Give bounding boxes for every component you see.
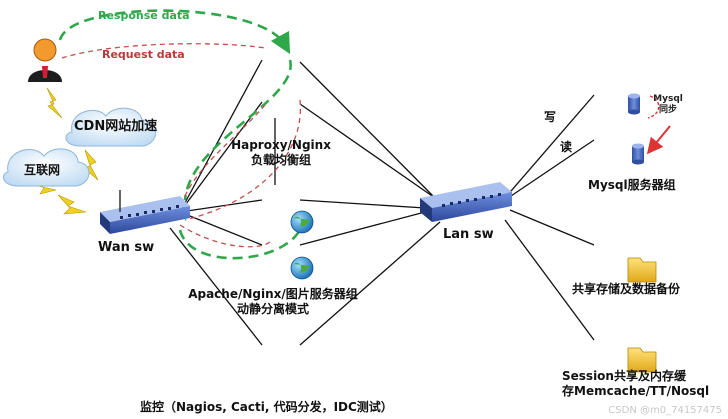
cdn-label: CDN网站加速 [74, 119, 158, 134]
read-label: 读 [560, 140, 573, 154]
watermark: CSDN @m0_74157475 [608, 405, 722, 416]
lb-group-label-line2: 负载均衡组 [250, 153, 311, 167]
lb-group-label: Haproxy/Nginx 负载均衡组 [226, 138, 336, 168]
folder-icon [627, 257, 657, 373]
mysql-sync-label-line2: 同步 [658, 105, 677, 116]
wan-switch-label: Wan sw [98, 240, 155, 255]
database-icon [628, 93, 644, 165]
cloud-icon [2, 107, 157, 187]
web-group-label-line1: Apache/Nginx/图片服务器组 [188, 287, 358, 301]
session-label-line1: Session共享及内存缓 [562, 369, 686, 383]
globe-icon [290, 210, 314, 280]
request-data-label: Request data [102, 48, 185, 61]
storage-label: 共享存储及数据备份 [572, 282, 681, 296]
user-icon [28, 38, 62, 82]
mysql-sync-label-line1: Mysql [653, 94, 683, 104]
mysql-sync-arrows [646, 95, 671, 155]
mysql-sync-label: Mysql 同步 [652, 94, 684, 117]
monitor-label: 监控（Nagios, Cacti, 代码分发，IDC测试） [140, 400, 393, 414]
response-data-label: Response data [98, 9, 190, 22]
internet-label: 互联网 [24, 163, 61, 177]
lan-switch-label: Lan sw [443, 227, 494, 242]
wan-switch-icon [100, 190, 190, 234]
web-group-label: Apache/Nginx/图片服务器组 动静分离模式 [178, 287, 368, 317]
lan-switch-icon [420, 182, 512, 222]
request-flow [61, 43, 302, 248]
response-flow [58, 9, 302, 260]
session-label-line2: 存Memcache/TT/Nosql [562, 384, 710, 398]
session-label: Session共享及内存缓 存Memcache/TT/Nosql [562, 369, 709, 399]
write-label: 写 [544, 110, 557, 124]
lb-group-label-line1: Haproxy/Nginx [231, 138, 331, 152]
web-group-label-line2: 动静分离模式 [236, 302, 309, 316]
mysql-group-label: Mysql服务器组 [588, 178, 676, 192]
lightning-icon [29, 87, 99, 215]
connection-lines [169, 59, 595, 346]
